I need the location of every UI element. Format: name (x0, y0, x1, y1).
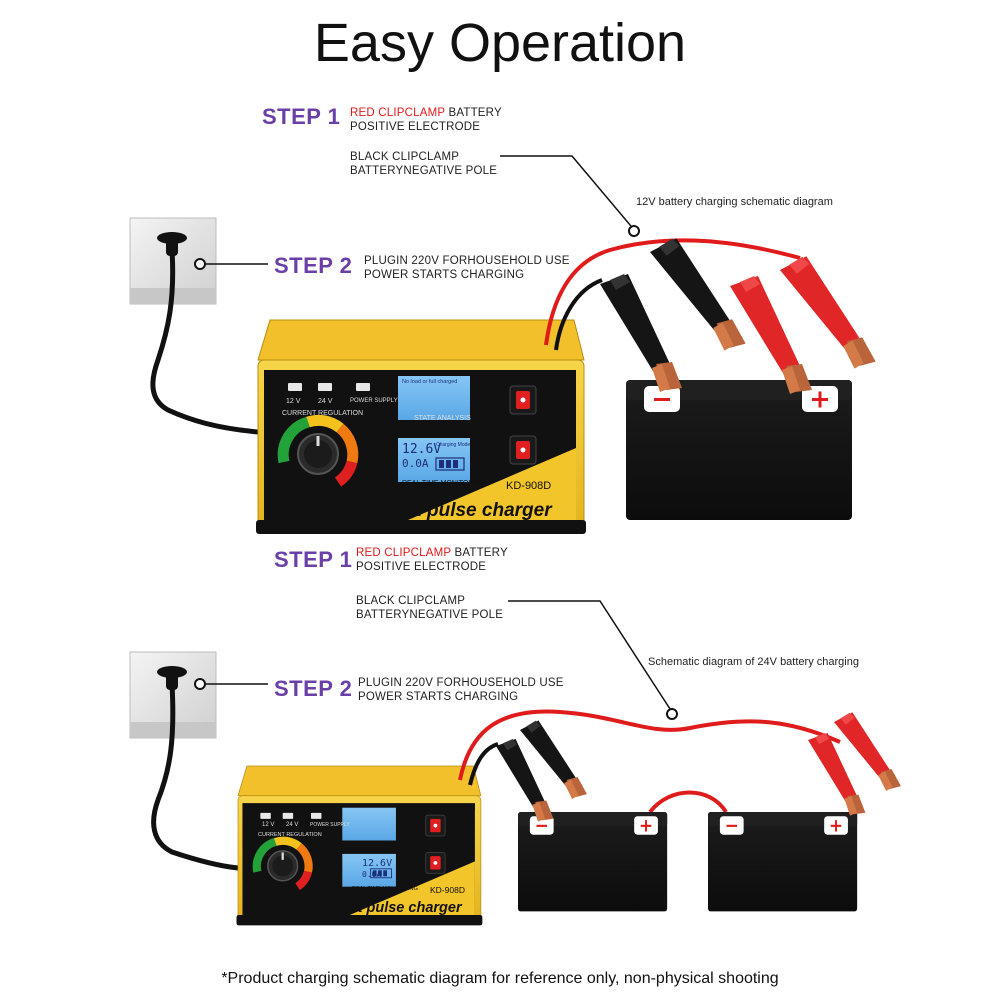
black-cable-bottom (468, 742, 499, 786)
bottom-step2-label: STEP 2 (274, 676, 353, 701)
series-link-cable (648, 790, 728, 814)
top-black-clamp-text: BLACK CLIPCLAMP BATTERYNEGATIVE POLE (350, 150, 497, 178)
indicator-power-2: POWER SUPPLY (310, 822, 350, 828)
model-number-2: KD-908D (430, 885, 465, 895)
bottom-step1-label: STEP 1 (274, 547, 353, 572)
power-cable-top (150, 249, 259, 435)
top-step2-label: STEP 2 (274, 253, 353, 278)
step2-line2: POWER STARTS CHARGING (364, 269, 525, 281)
top-step1-label: STEP 1 (262, 104, 341, 129)
power-cable-bottom (151, 683, 239, 871)
step2-line1-2: PLUGIN 220V FORHOUSEHOLD USE (358, 677, 564, 689)
step2-line2-2: POWER STARTS CHARGING (358, 691, 519, 703)
battery-12v (626, 380, 852, 520)
battery-24v-left (518, 812, 668, 912)
red-cable-bottom (458, 709, 841, 781)
black-clamp-line1-2: BLACK CLIPCLAMP (356, 595, 466, 607)
page-title: Easy Operation (313, 13, 687, 73)
brand-name-2: Intelligent pulse charger (294, 900, 462, 916)
model-number: KD-908D (506, 480, 552, 492)
current-regulation-label-2: CURRENT REGULATION (258, 832, 322, 838)
lcd-status-text: No load or full charged (402, 379, 458, 385)
red-clipclamp-text-2: RED CLIPCLAMP (356, 547, 452, 559)
disclaimer-footer: *Product charging schematic diagram for … (221, 970, 779, 987)
black-clamp-line2: BATTERYNEGATIVE POLE (350, 165, 498, 177)
step1-rest-2: BATTERY (451, 547, 508, 559)
state-analysis-label: STATE ANALYSIS (414, 415, 471, 422)
current-regulation-label: CURRENT REGULATION (282, 410, 364, 417)
indicator-12v: 12 V (286, 398, 301, 405)
lcd-voltage-2: 12.6V (362, 858, 393, 869)
bottom-black-clamp-text: BLACK CLIPCLAMP BATTERYNEGATIVE POLE (356, 594, 503, 622)
lcd-mode: Charging Mode (436, 442, 471, 448)
bottom-step1-text: RED CLIPCLAMP BATTERY POSITIVE ELECTRODE (356, 546, 508, 574)
black-clamp-line1: BLACK CLIPCLAMP (350, 151, 460, 163)
black-clamp-top (600, 274, 682, 392)
lcd-voltage: 12.6V (402, 442, 442, 457)
indicator-24v-2: 24 V (286, 822, 299, 828)
top-schematic-note: 12V battery charging schematic diagram (636, 196, 833, 208)
red-cable-top (544, 238, 801, 346)
real-time-monitoring-label-2: REAL TIME MONITORING (352, 886, 418, 892)
bottom-schematic-note: Schematic diagram of 24V battery chargin… (648, 656, 859, 668)
black-clamp-top-2 (648, 230, 747, 359)
real-time-monitoring-label: REAL TIME MONITORING (402, 480, 486, 487)
step2-line1: PLUGIN 220V FORHOUSEHOLD USE (364, 255, 570, 267)
indicator-12v-2: 12 V (262, 822, 275, 828)
black-cable-top (554, 278, 603, 351)
black-clamp-line2-2: BATTERYNEGATIVE POLE (356, 609, 504, 621)
step1-line2-2: POSITIVE ELECTRODE (356, 561, 487, 573)
top-step2-text: PLUGIN 220V FORHOUSEHOLD USE POWER START… (364, 254, 570, 282)
step1-rest: BATTERY (445, 107, 502, 119)
indicator-24v: 24 V (318, 398, 333, 405)
indicator-power: POWER SUPPLY (350, 398, 398, 404)
top-step1-text: RED CLIPCLAMP BATTERY POSITIVE ELECTRODE (350, 106, 502, 134)
step1-line2: POSITIVE ELECTRODE (350, 121, 481, 133)
brand-name: Intelligent pulse charger (332, 500, 552, 521)
battery-24v-right (708, 812, 858, 912)
lcd-current: 0.0A (402, 457, 429, 470)
red-clipclamp-text: RED CLIPCLAMP (350, 107, 446, 119)
lcd-current-2: 0.0A (362, 870, 382, 879)
bottom-step2-text: PLUGIN 220V FORHOUSEHOLD USE POWER START… (358, 676, 564, 704)
